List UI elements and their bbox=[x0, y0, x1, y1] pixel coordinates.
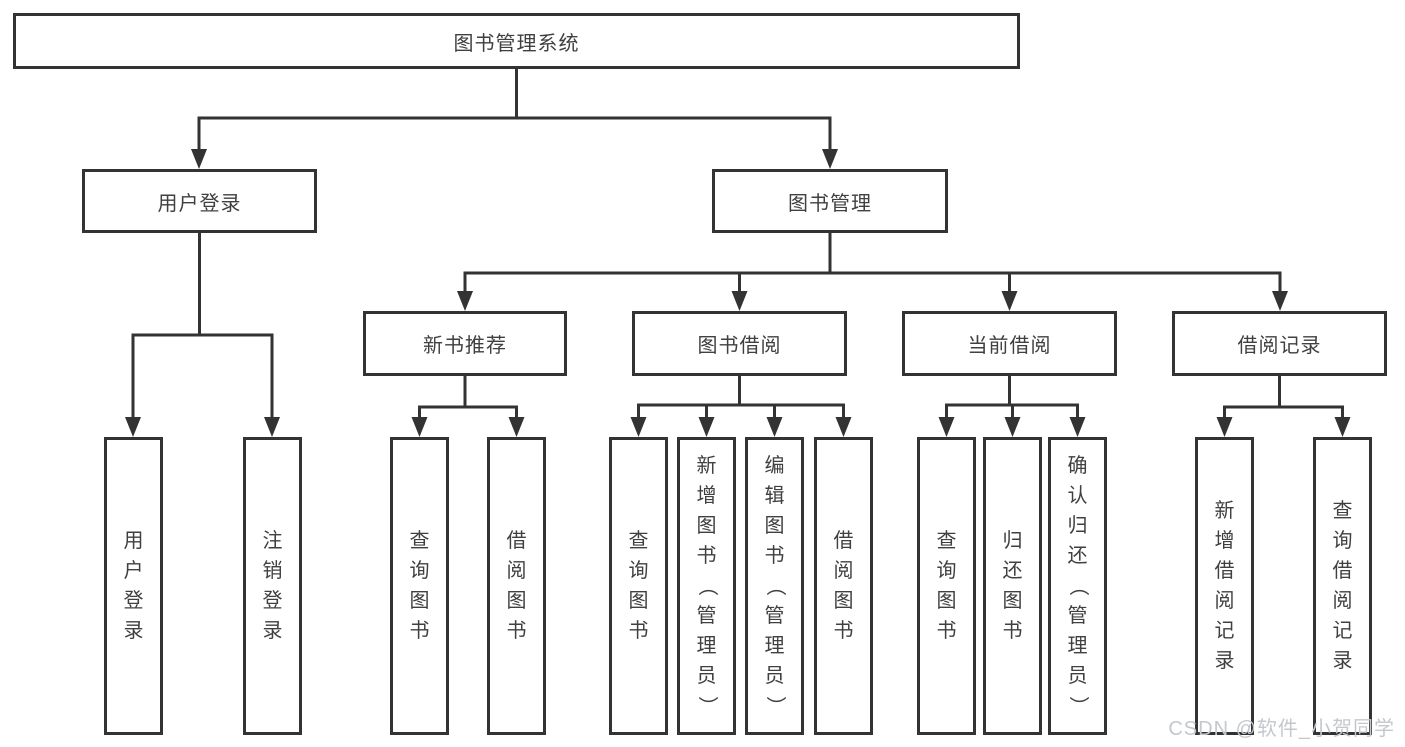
node-label: 归还图书 bbox=[1002, 530, 1023, 642]
node-library-management-system: 图书管理系统 bbox=[13, 13, 1020, 69]
node-label: 当前借阅 bbox=[967, 335, 1052, 357]
node-label: 查询图书 bbox=[628, 530, 649, 642]
leaf-edit-books-admin: 编辑图书（管理员） bbox=[745, 437, 804, 735]
node-label: 查询图书 bbox=[409, 530, 430, 642]
node-label: 图书借阅 bbox=[697, 335, 782, 357]
leaf-query-borrow-record: 查询借阅记录 bbox=[1313, 437, 1372, 735]
leaf-add-books-admin: 新增图书（管理员） bbox=[677, 437, 736, 735]
node-label: 用户登录 bbox=[157, 192, 242, 215]
node-user-login: 用户登录 bbox=[82, 169, 317, 233]
node-label: 新书推荐 bbox=[423, 335, 507, 357]
node-book-management: 图书管理 bbox=[712, 169, 948, 233]
node-label: 图书管理 bbox=[788, 192, 872, 215]
leaf-recommend-borrow-books: 借阅图书 bbox=[487, 437, 546, 735]
leaf-recommend-query-books: 查询图书 bbox=[390, 437, 449, 735]
node-label: 图书管理系统 bbox=[453, 32, 580, 55]
watermark: CSDN @软件_小贺同学 bbox=[1168, 718, 1395, 740]
leaf-return-books: 归还图书 bbox=[983, 437, 1042, 735]
node-current-borrowing: 当前借阅 bbox=[902, 311, 1117, 376]
leaf-add-borrow-record: 新增借阅记录 bbox=[1195, 437, 1254, 735]
node-book-borrowing: 图书借阅 bbox=[632, 311, 847, 376]
node-label: 查询图书 bbox=[936, 530, 957, 642]
node-label: 新增借阅记录 bbox=[1214, 500, 1235, 672]
leaf-confirm-return-admin: 确认归还（管理员） bbox=[1048, 437, 1107, 735]
node-label: 确认归还（管理员） bbox=[1066, 455, 1089, 716]
node-label: 借阅图书 bbox=[506, 530, 527, 642]
node-label: 借阅记录 bbox=[1237, 335, 1322, 357]
node-borrowing-records: 借阅记录 bbox=[1172, 311, 1387, 376]
node-label: 注销登录 bbox=[262, 530, 283, 642]
node-label: 编辑图书（管理员） bbox=[763, 455, 786, 716]
leaf-current-query-books: 查询图书 bbox=[917, 437, 976, 735]
node-label: 用户登录 bbox=[123, 530, 144, 642]
node-label: 新增图书（管理员） bbox=[695, 455, 718, 716]
node-label: 查询借阅记录 bbox=[1332, 500, 1353, 672]
leaf-user-login: 用户登录 bbox=[104, 437, 163, 735]
leaf-borrowing-query-books: 查询图书 bbox=[609, 437, 668, 735]
leaf-logout: 注销登录 bbox=[243, 437, 302, 735]
node-new-book-recommendation: 新书推荐 bbox=[363, 311, 567, 376]
leaf-borrowing-borrow-books: 借阅图书 bbox=[814, 437, 873, 735]
node-label: 借阅图书 bbox=[833, 530, 854, 642]
